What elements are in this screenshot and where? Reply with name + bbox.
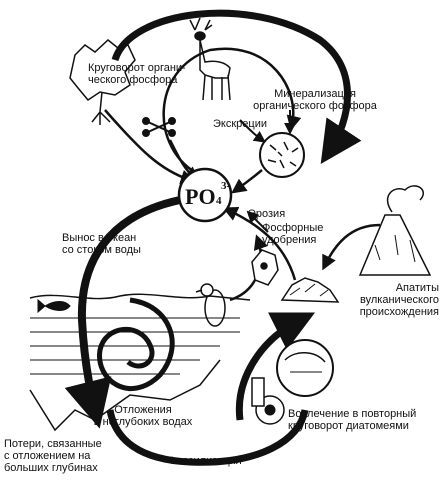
deep-loss-arrow [106,409,309,466]
fossilization-label: Фоссилизация [168,455,242,467]
ocean-spiral [97,297,175,391]
apatites-label: Апатиты вулканического происхождения [359,282,439,318]
mineralization-label: Минерализация органического фосфора [253,88,377,112]
volcano-icon [358,185,432,276]
excretion-label: Экскреции [213,118,267,130]
organic-cycle-label: Круговорот органи- ческого фосфора [88,62,186,86]
runoff-arrow [64,196,181,429]
po4-label: PO 3- 4 [178,176,234,216]
fertilizers-label: Фосфорные удобрения [262,222,324,246]
bacteria-to-po4-arrow [231,169,263,194]
excretion-arrow [239,119,266,143]
po4-subscript: 4 [216,195,222,207]
diatoms-recycle-label: Вовлечение в повторный круговорот диатом… [288,408,417,432]
outer-cycle-arrow [111,9,362,164]
deer-icon [189,17,231,101]
deep-losses-label: Потери, связанные с отложением на больши… [4,438,102,474]
apatite-arrow [322,223,381,271]
diatom-icon [251,339,334,425]
rock-pile-icon [280,277,340,303]
po4-formula: PO [185,184,216,209]
guano-bird-icon [195,283,226,327]
bone-icon [142,117,176,137]
po4-charge: 3- [221,180,231,192]
diatom-recycle-arrow [235,312,316,421]
bacteria-icon [259,132,305,178]
shallow-deposits-label: Отложения в неглубоких водах [93,404,193,428]
erosion-arrow [222,207,297,281]
po4-circle [177,167,233,223]
fertilizer-icon [251,249,279,286]
tree-icon [69,39,136,125]
tree-to-po4-arrow [104,109,196,185]
inner-cycle-arrow [162,47,302,177]
fish-icon [37,298,71,314]
runoff-label: Вынос в океан со стоком воды [62,232,141,256]
erosion-label: Эрозия [248,208,286,220]
fertilizer-arrow [246,210,269,233]
